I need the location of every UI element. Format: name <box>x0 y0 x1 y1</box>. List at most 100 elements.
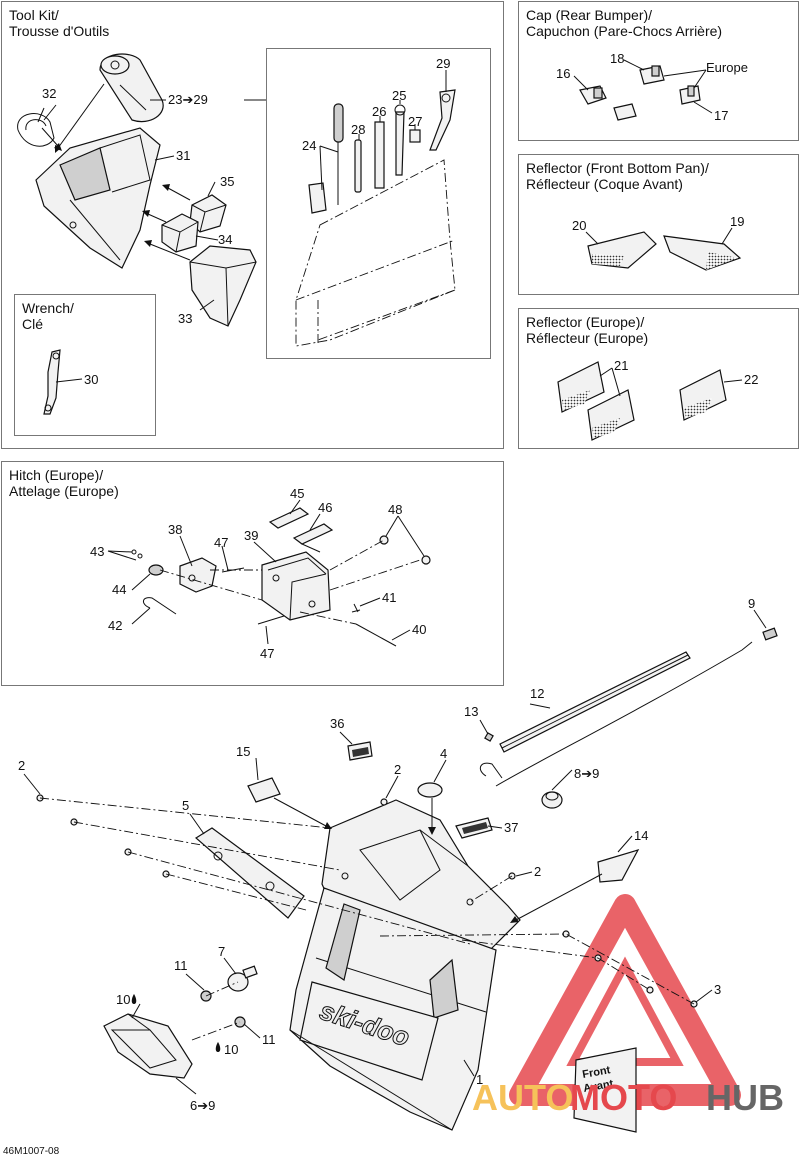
svg-text:15: 15 <box>236 744 250 759</box>
svg-text:9: 9 <box>748 596 755 611</box>
svg-text:47: 47 <box>260 646 274 661</box>
taillight <box>103 1013 193 1079</box>
svg-text:4: 4 <box>440 746 447 761</box>
svg-text:14: 14 <box>634 828 648 843</box>
svg-text:AUTO: AUTO <box>472 1077 573 1118</box>
emblem-4 <box>417 782 443 798</box>
svg-text:2: 2 <box>534 864 541 879</box>
part-13 <box>484 732 494 742</box>
reflector-20 <box>587 231 657 269</box>
svg-text:13: 13 <box>464 704 478 719</box>
tool-strap-32 <box>17 107 55 147</box>
svg-text:11: 11 <box>174 958 188 973</box>
reflector-europe-title: Reflector (Europe)/ Réflecteur (Europe) <box>526 314 649 346</box>
svg-text:8➔9: 8➔9 <box>574 766 599 781</box>
svg-text:23➔29: 23➔29 <box>168 92 208 107</box>
svg-text:26: 26 <box>372 104 386 119</box>
wrench-panel: Wrench/ Clé <box>14 294 156 436</box>
reflector-europe-panel: Reflector (Europe)/ Réflecteur (Europe) <box>518 308 799 449</box>
trim-strip-12 <box>499 651 691 753</box>
label-36 <box>347 741 373 761</box>
hitch-panel: Hitch (Europe)/ Attelage (Europe) <box>1 461 504 686</box>
tool-29 <box>429 89 456 151</box>
main-leaders <box>23 609 767 1095</box>
tool-kit-contents-box <box>266 48 491 359</box>
svg-text:38: 38 <box>168 522 182 537</box>
tool-wrench-25 <box>394 104 406 176</box>
tool-bit-28 <box>354 139 362 193</box>
svg-text:29: 29 <box>436 56 450 71</box>
lubricant-drop-icon <box>131 994 137 1004</box>
svg-text:11: 11 <box>262 1032 276 1047</box>
svg-text:30: 30 <box>84 372 98 387</box>
svg-text:6➔9: 6➔9 <box>190 1098 215 1113</box>
tool-kit-leaders <box>43 70 447 383</box>
svg-text:1: 1 <box>476 1072 483 1087</box>
svg-text:47: 47 <box>214 535 228 550</box>
cap-16 <box>579 85 607 105</box>
tool-screwdriver-24 <box>308 103 344 214</box>
hitch-title: Hitch (Europe)/ Attelage (Europe) <box>9 467 119 499</box>
svg-text:Avant: Avant <box>582 1078 614 1095</box>
svg-text:Front: Front <box>581 1064 611 1081</box>
svg-text:46: 46 <box>318 500 332 515</box>
svg-text:42: 42 <box>108 618 122 633</box>
foam-block-34 <box>161 213 199 253</box>
svg-text:35: 35 <box>220 174 234 189</box>
cap-europe-pair <box>613 85 701 121</box>
hitch-parts <box>131 507 431 647</box>
main-assembly-lines <box>39 797 695 1041</box>
tool-kit-title: Tool Kit/ Trousse d'Outils <box>9 7 110 39</box>
tool-26 <box>374 121 385 189</box>
svg-text:31: 31 <box>176 148 190 163</box>
tool-kit-arrows <box>41 83 191 261</box>
svg-text:20: 20 <box>572 218 586 233</box>
tool-box-31 <box>35 127 161 269</box>
svg-text:28: 28 <box>351 122 365 137</box>
bumper-5 <box>194 827 305 919</box>
svg-text:43: 43 <box>90 544 104 559</box>
svg-text:48: 48 <box>388 502 402 517</box>
drawing-code: 46M1007-08 <box>3 1146 60 1157</box>
svg-text:17: 17 <box>714 108 728 123</box>
svg-text:41: 41 <box>382 590 396 605</box>
svg-text:34: 34 <box>218 232 232 247</box>
snow-flap-1 <box>289 887 497 1131</box>
cap-leaders <box>573 59 713 114</box>
label-37 <box>455 817 493 839</box>
wrench-title: Wrench/ Clé <box>22 300 74 332</box>
svg-text:2: 2 <box>18 758 25 773</box>
front-sticker: Front Avant <box>573 1047 637 1133</box>
svg-text:5: 5 <box>182 798 189 813</box>
svg-text:24: 24 <box>302 138 316 153</box>
reflector-19 <box>663 235 742 271</box>
svg-text:39: 39 <box>244 528 258 543</box>
svg-text:22: 22 <box>744 372 758 387</box>
cap-18 <box>639 65 665 85</box>
reflector-22 <box>679 369 727 421</box>
tool-pouch <box>295 159 456 347</box>
svg-text:37: 37 <box>504 820 518 835</box>
reflector-front-leaders <box>585 227 733 245</box>
svg-text:10: 10 <box>224 1042 238 1057</box>
foam-block-33 <box>189 245 257 327</box>
reflector-front-panel: Reflector (Front Bottom Pan)/ Réflecteur… <box>518 154 799 295</box>
lubricant-drop-icon <box>215 1042 221 1052</box>
svg-text:40: 40 <box>412 622 426 637</box>
decal-15 <box>247 777 281 803</box>
cap-title: Cap (Rear Bumper)/ Capuchon (Pare-Chocs … <box>526 7 723 39</box>
svg-text:2: 2 <box>394 762 401 777</box>
svg-text:19: 19 <box>730 214 744 229</box>
svg-text:25: 25 <box>392 88 406 103</box>
reflector-21 <box>557 361 635 441</box>
svg-text:7: 7 <box>218 944 225 959</box>
reflector-front-title: Reflector (Front Bottom Pan)/ Réflecteur… <box>526 160 709 192</box>
svg-text:10: 10 <box>116 992 130 1007</box>
svg-text:36: 36 <box>330 716 344 731</box>
svg-text:44: 44 <box>112 582 126 597</box>
watermark-text: AUTO MOTO HUB <box>472 1077 784 1118</box>
svg-text:32: 32 <box>42 86 56 101</box>
svg-text:16: 16 <box>556 66 570 81</box>
svg-text:12: 12 <box>530 686 544 701</box>
